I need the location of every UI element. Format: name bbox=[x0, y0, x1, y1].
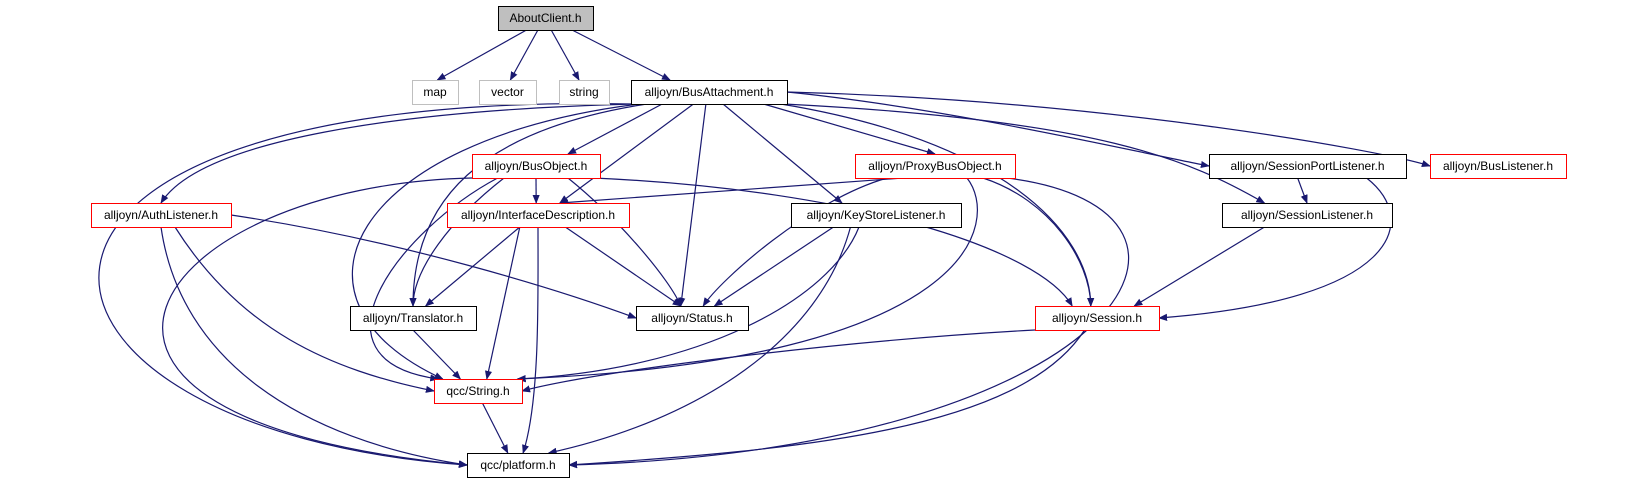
node-session[interactable]: alljoyn/Session.h bbox=[1035, 306, 1160, 331]
node-aboutclient[interactable]: AboutClient.h bbox=[498, 6, 594, 31]
node-label-string: string bbox=[569, 85, 598, 99]
node-label-authlistener: alljoyn/AuthListener.h bbox=[104, 208, 218, 222]
dependency-nodes: AboutClient.h map vector string alljoyn/BusA… bbox=[91, 6, 1567, 478]
edge-aboutclient-to-vector bbox=[509, 29, 539, 81]
edge-qccstring-to-platform bbox=[481, 402, 509, 454]
node-box-sessionportlistener bbox=[1209, 154, 1407, 179]
edge-session-to-platform bbox=[568, 329, 1086, 469]
node-box-qccstring bbox=[434, 379, 523, 404]
node-box-busattachment bbox=[631, 80, 788, 105]
edge-interfacedescription-to-status bbox=[564, 226, 682, 307]
node-vector: vector bbox=[479, 80, 537, 105]
edge-busattachment-to-qccstring bbox=[351, 103, 639, 380]
node-buslistener[interactable]: alljoyn/BusListener.h bbox=[1430, 154, 1567, 179]
node-box-map bbox=[412, 80, 459, 105]
edge-busobject-to-platform bbox=[162, 177, 473, 468]
edge-translator-to-qccstring bbox=[412, 329, 462, 380]
edge-busobject-to-status bbox=[567, 177, 682, 307]
node-platform[interactable]: qcc/platform.h bbox=[467, 453, 570, 478]
node-label-keystorelistener: alljoyn/KeyStoreListener.h bbox=[807, 208, 946, 222]
edge-interfacedescription-to-qccstring bbox=[485, 226, 521, 380]
node-box-aboutclient bbox=[498, 6, 594, 31]
dependency-edges bbox=[98, 29, 1431, 469]
node-label-sessionlistener: alljoyn/SessionListener.h bbox=[1241, 208, 1373, 222]
node-proxybusobject[interactable]: alljoyn/ProxyBusObject.h bbox=[855, 154, 1016, 179]
edge-busattachment-to-sessionlistener bbox=[783, 103, 1266, 204]
edge-session-to-qccstring bbox=[521, 329, 1036, 393]
edge-authlistener-to-status bbox=[230, 214, 637, 319]
edge-proxybusobject-to-interfacedescription bbox=[558, 177, 904, 207]
edge-busattachment-to-busobject bbox=[567, 103, 663, 155]
node-box-sessionlistener bbox=[1222, 203, 1393, 228]
node-label-busobject: alljoyn/BusObject.h bbox=[485, 159, 588, 173]
node-box-keystorelistener bbox=[791, 203, 962, 228]
node-box-translator bbox=[350, 306, 477, 331]
node-label-sessionportlistener: alljoyn/SessionPortListener.h bbox=[1230, 159, 1384, 173]
edge-busattachment-to-sessionportlistener bbox=[786, 91, 1210, 169]
node-status[interactable]: alljoyn/Status.h bbox=[636, 306, 749, 331]
node-label-status: alljoyn/Status.h bbox=[651, 311, 732, 325]
edge-busobject-to-session bbox=[593, 177, 1073, 307]
edge-proxybusobject-to-session bbox=[982, 177, 1095, 307]
node-sessionportlistener[interactable]: alljoyn/SessionPortListener.h bbox=[1209, 154, 1407, 179]
node-label-proxybusobject: alljoyn/ProxyBusObject.h bbox=[868, 159, 1001, 173]
node-busobject[interactable]: alljoyn/BusObject.h bbox=[472, 154, 601, 179]
node-label-session: alljoyn/Session.h bbox=[1052, 311, 1142, 325]
node-label-interfacedescription: alljoyn/InterfaceDescription.h bbox=[461, 208, 615, 222]
edge-busobject-to-translator bbox=[409, 177, 505, 307]
edge-keystorelistener-to-status bbox=[713, 226, 834, 307]
node-interfacedescription[interactable]: alljoyn/InterfaceDescription.h bbox=[447, 203, 630, 228]
node-map: map bbox=[412, 80, 459, 105]
edge-aboutclient-to-string bbox=[550, 29, 580, 81]
node-box-authlistener bbox=[91, 203, 232, 228]
node-string: string bbox=[559, 80, 610, 105]
node-sessionlistener[interactable]: alljoyn/SessionListener.h bbox=[1222, 203, 1393, 228]
edge-busobject-to-qccstring bbox=[369, 177, 498, 382]
edge-sessionportlistener-to-session bbox=[1158, 177, 1392, 321]
node-label-qccstring: qcc/String.h bbox=[446, 384, 509, 398]
edge-proxybusobject-to-status bbox=[702, 177, 888, 307]
edge-sessionportlistener-to-sessionlistener bbox=[1297, 177, 1308, 204]
edge-interfacedescription-to-translator bbox=[424, 226, 521, 307]
edge-busattachment-to-interfacedescription bbox=[559, 103, 694, 204]
node-box-status bbox=[636, 306, 749, 331]
node-box-vector bbox=[479, 80, 537, 105]
node-label-translator: alljoyn/Translator.h bbox=[363, 311, 463, 325]
node-box-interfacedescription bbox=[447, 203, 630, 228]
node-busattachment[interactable]: alljoyn/BusAttachment.h bbox=[631, 80, 788, 105]
node-box-buslistener bbox=[1430, 154, 1567, 179]
edge-busattachment-to-keystorelistener bbox=[722, 103, 843, 204]
node-box-string bbox=[559, 80, 610, 105]
node-box-session bbox=[1035, 306, 1160, 331]
edge-sessionlistener-to-session bbox=[1133, 226, 1265, 307]
node-box-busobject bbox=[472, 154, 601, 179]
node-label-buslistener: alljoyn/BusListener.h bbox=[1443, 159, 1553, 173]
node-label-vector: vector bbox=[491, 85, 524, 99]
edge-proxybusobject-to-qccstring bbox=[516, 177, 978, 383]
node-label-platform: qcc/platform.h bbox=[480, 458, 555, 472]
edge-authlistener-to-qccstring bbox=[174, 226, 435, 393]
node-box-proxybusobject bbox=[855, 154, 1016, 179]
node-label-busattachment: alljoyn/BusAttachment.h bbox=[645, 85, 774, 99]
edge-busattachment-to-status bbox=[678, 103, 707, 307]
node-keystorelistener[interactable]: alljoyn/KeyStoreListener.h bbox=[791, 203, 962, 228]
node-box-platform bbox=[467, 453, 570, 478]
edge-aboutclient-to-busattachment bbox=[571, 29, 671, 81]
edge-interfacedescription-to-platform bbox=[522, 226, 539, 454]
edge-busattachment-to-authlistener bbox=[160, 103, 635, 204]
edge-busattachment-to-platform bbox=[98, 103, 632, 469]
node-translator[interactable]: alljoyn/Translator.h bbox=[350, 306, 477, 331]
edge-busattachment-to-proxybusobject bbox=[763, 103, 936, 156]
node-label-map: map bbox=[423, 85, 447, 99]
edge-busattachment-to-translator bbox=[409, 103, 647, 307]
node-authlistener[interactable]: alljoyn/AuthListener.h bbox=[91, 203, 232, 228]
edge-aboutclient-to-map bbox=[436, 29, 527, 81]
node-qccstring[interactable]: qcc/String.h bbox=[434, 379, 523, 404]
edge-keystorelistener-to-platform bbox=[547, 226, 852, 455]
edge-authlistener-to-platform bbox=[160, 226, 468, 468]
node-label-aboutclient: AboutClient.h bbox=[509, 11, 581, 25]
